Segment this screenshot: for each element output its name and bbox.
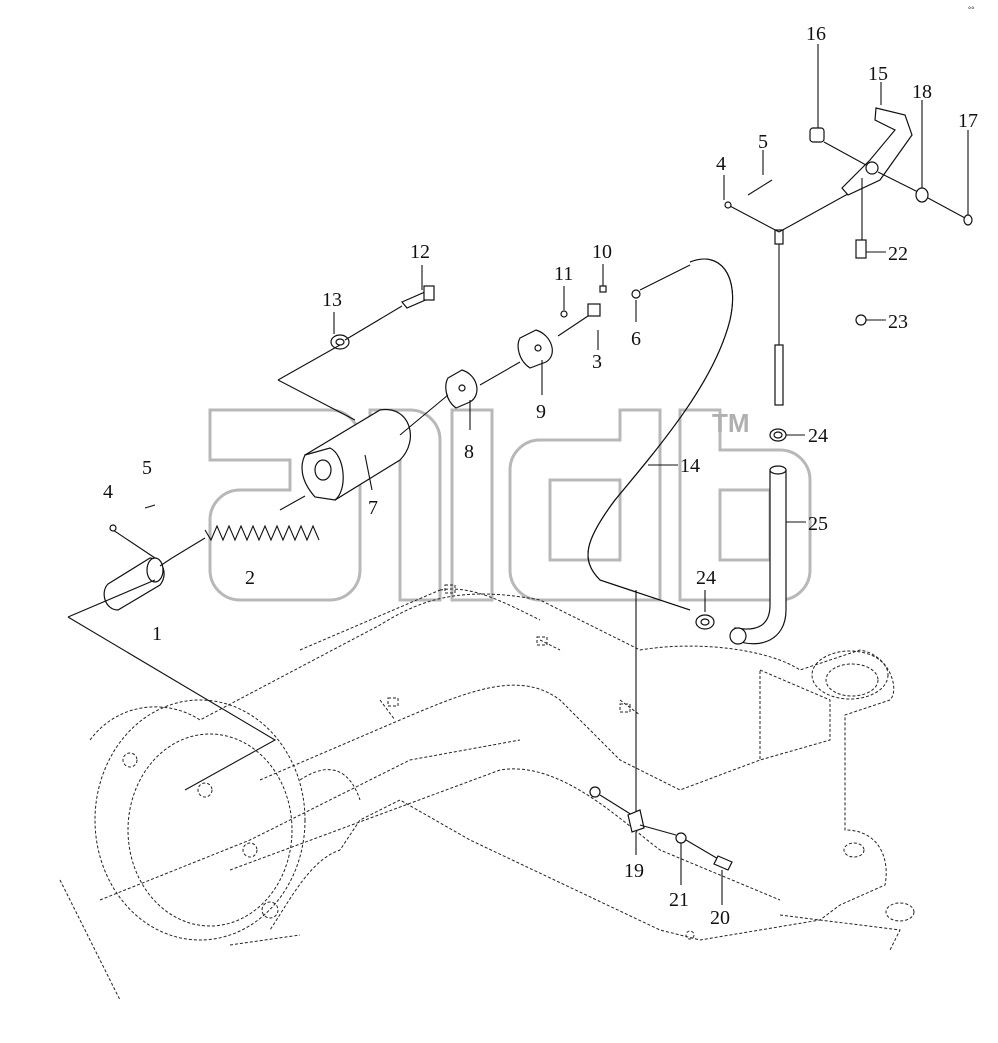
callout-6: 6 xyxy=(631,328,641,350)
callout-25: 25 xyxy=(808,513,828,535)
part-2-spring xyxy=(171,495,320,559)
callout-4-right: 4 xyxy=(716,153,726,175)
callout-3: 3 xyxy=(592,351,602,373)
callout-4-left: 4 xyxy=(103,481,113,503)
callout-9: 9 xyxy=(536,401,546,423)
corner-mark: °° xyxy=(968,5,974,14)
callout-5-left: 5 xyxy=(142,457,152,479)
callout-12: 12 xyxy=(410,241,430,263)
callout-23: 23 xyxy=(888,311,908,333)
callout-19: 19 xyxy=(624,860,644,882)
part-15-lever xyxy=(809,44,973,240)
callout-labels: 1 2 3 4 4 5 5 6 7 8 9 10 11 12 13 14 15 … xyxy=(103,23,978,929)
part-9-flange xyxy=(399,329,553,436)
part-14-cable xyxy=(587,258,734,820)
part-24-25-tube xyxy=(695,428,806,645)
callout-20: 20 xyxy=(710,907,730,929)
callout-2: 2 xyxy=(245,567,255,589)
part-12-13-bolt-washer xyxy=(277,265,435,381)
watermark-logo: TM xyxy=(208,408,812,602)
part-1-cylinder xyxy=(67,557,277,791)
callout-13: 13 xyxy=(322,289,342,311)
callout-22: 22 xyxy=(888,243,908,265)
part-22-23-bolt-nut xyxy=(855,239,886,326)
callout-24-lower: 24 xyxy=(696,567,716,589)
callout-21: 21 xyxy=(669,889,689,911)
part-4-5-pins-left xyxy=(109,504,156,559)
part-19-20-21-clamp xyxy=(589,786,733,905)
axle-housing xyxy=(59,584,915,1001)
callout-5-right: 5 xyxy=(758,131,768,153)
linkage-rod xyxy=(723,150,856,406)
callout-24-upper: 24 xyxy=(808,425,828,447)
callout-1: 1 xyxy=(152,623,162,645)
callout-18: 18 xyxy=(912,81,932,103)
callout-15: 15 xyxy=(868,63,888,85)
callout-16: 16 xyxy=(806,23,826,45)
callout-14: 14 xyxy=(680,455,700,477)
watermark-tm: TM xyxy=(712,408,750,438)
callout-10: 10 xyxy=(592,241,612,263)
callout-11: 11 xyxy=(554,263,573,285)
part-8-gasket xyxy=(445,369,478,430)
parts-3-6-10-11-fittings xyxy=(557,264,691,350)
part-7-housing xyxy=(277,379,411,501)
callout-8: 8 xyxy=(464,441,474,463)
callout-7: 7 xyxy=(368,497,378,519)
callout-17: 17 xyxy=(958,110,978,132)
